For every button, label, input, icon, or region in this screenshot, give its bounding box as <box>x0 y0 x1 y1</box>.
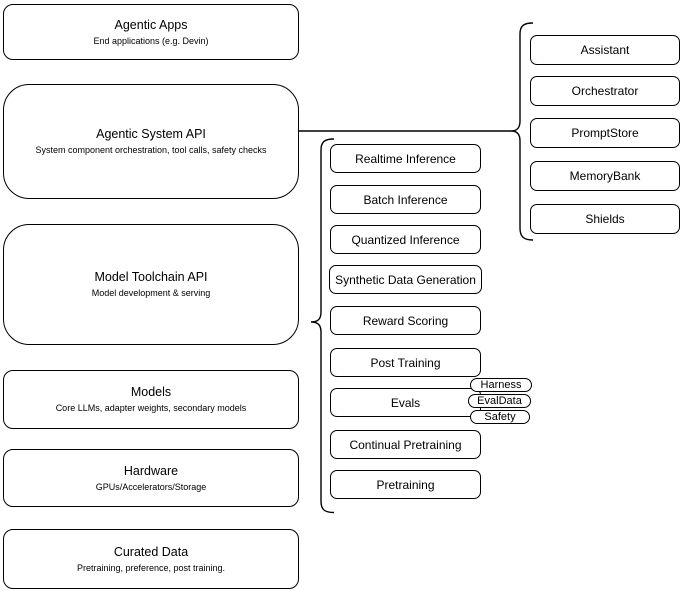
node-label: Assistant <box>580 43 630 57</box>
node-label: Shields <box>585 212 625 226</box>
node-curated-data: Curated Data Pretraining, preference, po… <box>3 529 299 589</box>
node-title: Agentic System API <box>96 127 206 141</box>
node-hardware: Hardware GPUs/Accelerators/Storage <box>3 449 299 507</box>
node-post-training: Post Training <box>330 348 481 377</box>
node-synthetic-data-generation: Synthetic Data Generation <box>329 265 482 294</box>
node-subtitle: Pretraining, preference, post training. <box>76 562 226 573</box>
pill-safety: Safety <box>470 410 530 424</box>
node-label: Synthetic Data Generation <box>335 272 476 287</box>
node-title: Curated Data <box>113 544 189 559</box>
node-reward-scoring: Reward Scoring <box>330 306 481 335</box>
node-quantized-inference: Quantized Inference <box>330 225 481 254</box>
node-title: Agentic Apps <box>114 17 188 32</box>
node-title: Model Toolchain API <box>94 270 208 284</box>
node-pretraining: Pretraining <box>330 470 481 499</box>
node-model-toolchain-api: Model Toolchain API Model development & … <box>3 224 299 345</box>
node-label: Quantized Inference <box>351 232 460 247</box>
node-agentic-apps: Agentic Apps End applications (e.g. Devi… <box>3 4 299 60</box>
node-title: Hardware <box>123 463 179 478</box>
node-subtitle: Core LLMs, adapter weights, secondary mo… <box>55 403 247 413</box>
node-subtitle: GPUs/Accelerators/Storage <box>95 481 207 492</box>
node-subtitle: Model development & serving <box>91 288 211 298</box>
node-batch-inference: Batch Inference <box>330 185 481 214</box>
node-label: Pretraining <box>376 477 435 492</box>
node-models: Models Core LLMs, adapter weights, secon… <box>3 370 299 429</box>
node-shields: Shields <box>530 204 680 234</box>
node-realtime-inference: Realtime Inference <box>330 144 481 173</box>
node-subtitle: System component orchestration, tool cal… <box>35 145 267 155</box>
node-label: Realtime Inference <box>355 151 456 166</box>
node-label: Evals <box>390 395 421 410</box>
node-label: MemoryBank <box>569 169 641 183</box>
node-label: Orchestrator <box>571 84 639 98</box>
node-assistant: Assistant <box>530 35 680 65</box>
node-continual-pretraining: Continual Pretraining <box>330 430 481 459</box>
node-evals: Evals <box>330 388 481 417</box>
node-promptstore: PromptStore <box>530 118 680 148</box>
node-memorybank: MemoryBank <box>530 161 680 191</box>
pill-harness: Harness <box>470 378 532 392</box>
node-orchestrator: Orchestrator <box>530 76 680 106</box>
node-label: Reward Scoring <box>362 313 449 328</box>
node-agentic-system-api: Agentic System API System component orch… <box>3 84 299 199</box>
node-label: Continual Pretraining <box>349 437 462 452</box>
node-subtitle: End applications (e.g. Devin) <box>93 35 209 46</box>
node-label: Post Training <box>370 355 441 370</box>
node-label: PromptStore <box>571 126 639 140</box>
node-label: Batch Inference <box>363 192 448 207</box>
node-title: Models <box>130 385 172 399</box>
pill-evaldata: EvalData <box>468 394 531 408</box>
